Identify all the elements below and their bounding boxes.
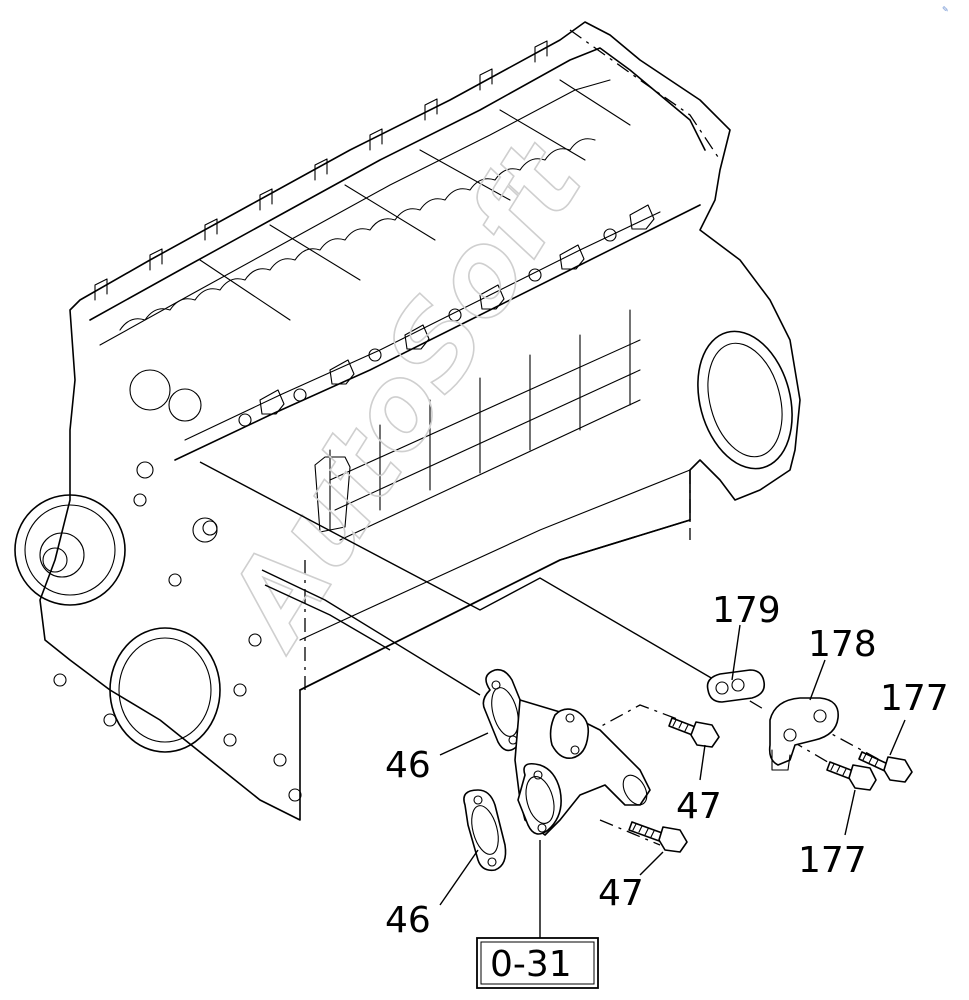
callout-47-lower: 47 <box>598 873 644 914</box>
part-47-bolt-lower <box>628 821 688 853</box>
part-177-bolt-lower <box>826 761 877 791</box>
engine-block <box>14 21 801 821</box>
thermostat-housing <box>514 699 651 836</box>
callout-46-upper: 46 <box>385 745 431 786</box>
reference-label: 0-31 <box>490 944 572 985</box>
callout-46-lower: 46 <box>385 900 431 941</box>
part-177-bolt-upper <box>858 751 913 783</box>
part-47-bolt-upper <box>668 717 720 748</box>
callout-178: 178 <box>808 624 877 665</box>
part-46-gasket-lower <box>463 789 507 872</box>
callout-179: 179 <box>712 590 781 631</box>
leader-lines <box>439 624 906 938</box>
part-179-gasket <box>706 669 766 703</box>
callout-47-upper: 47 <box>676 786 722 827</box>
assembly-lines <box>199 461 881 846</box>
reference-box: 0-31 <box>476 937 599 989</box>
part-178-fitting <box>768 697 839 771</box>
callout-177-lower: 177 <box>798 840 867 881</box>
callout-177-upper: 177 <box>880 678 949 719</box>
corner-mark: ✎ <box>942 5 949 14</box>
